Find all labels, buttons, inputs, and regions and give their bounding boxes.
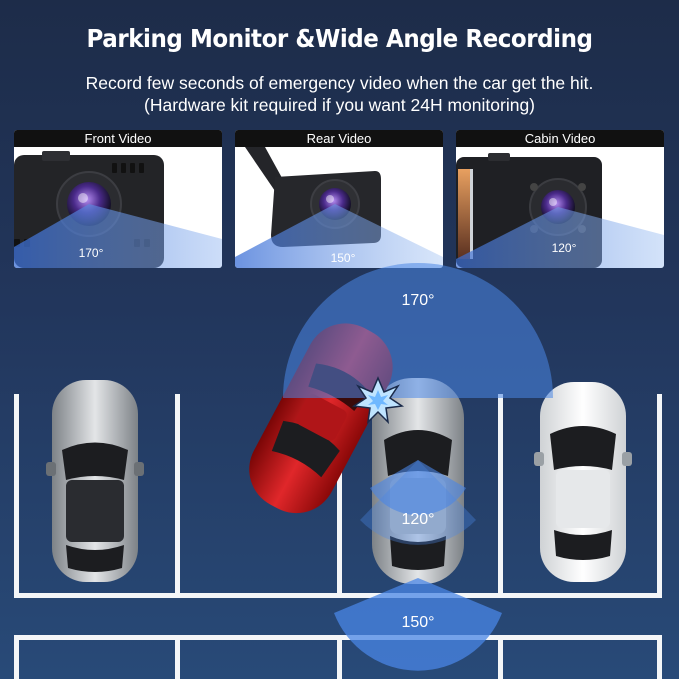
- front-fov-cone: [283, 263, 553, 398]
- front-angle-label: 170°: [79, 246, 104, 260]
- subtitle-line-1: Record few seconds of emergency video wh…: [85, 73, 594, 93]
- subtitle-line-2: (Hardware kit required if you want 24H m…: [144, 95, 535, 115]
- cabin-video-label: Cabin Video: [456, 130, 664, 147]
- parked-car-white: [534, 382, 632, 582]
- cabin-fov-label: 120°: [401, 511, 434, 528]
- page-title: Parking Monitor &Wide Angle Recording: [86, 24, 593, 53]
- parking-lines: [14, 394, 662, 679]
- front-video-panel: Front Video 170°: [14, 130, 222, 268]
- cabin-camera-illustration: 120°: [456, 153, 664, 268]
- cabin-angle-label: 120°: [552, 241, 577, 255]
- rear-camera-illustration: 150°: [235, 147, 443, 268]
- rear-video-label: Rear Video: [235, 130, 443, 147]
- parked-suv-left: [46, 380, 144, 582]
- front-fov-label: 170°: [401, 292, 434, 309]
- cabin-video-panel: Cabin Video 120°: [456, 130, 664, 268]
- rear-fov-cone: [334, 578, 502, 671]
- rear-angle-label: 150°: [331, 251, 356, 265]
- impact-burst-icon: [351, 376, 405, 425]
- cabin-fov-cone: [370, 460, 466, 516]
- front-video-label: Front Video: [14, 130, 222, 147]
- rear-fov-label: 150°: [401, 614, 434, 631]
- rear-video-panel: Rear Video 150°: [235, 130, 443, 268]
- front-camera-illustration: 170°: [14, 151, 222, 268]
